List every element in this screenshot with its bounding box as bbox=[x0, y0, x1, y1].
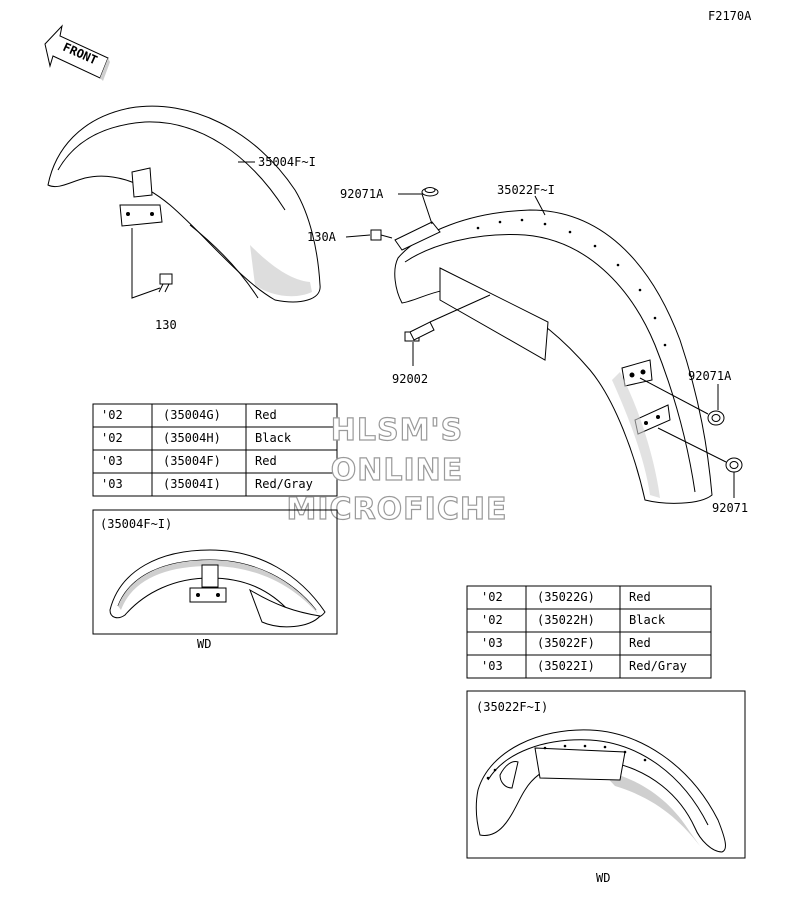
rear-fender-drawing bbox=[394, 209, 713, 504]
rear-table-cell-r3-c0: '03 bbox=[481, 659, 503, 673]
rear-table-cell-r2-c0: '03 bbox=[481, 636, 503, 650]
front-table-cell-r1-c1: (35004H) bbox=[163, 431, 221, 445]
front-direction-arrow: FRONT bbox=[44, 24, 110, 81]
leader-92002-up bbox=[429, 294, 491, 323]
front-table-cell-r0-c1: (35004G) bbox=[163, 408, 221, 422]
front-table-cell-r1-c0: '02 bbox=[101, 431, 123, 445]
stud-92002-icon bbox=[404, 321, 435, 342]
front-table-cell-r1-c2: Black bbox=[255, 431, 292, 445]
bolt-130a-icon bbox=[370, 229, 393, 241]
front-inset-title: (35004F~I) bbox=[100, 517, 172, 531]
grommet-low-label: 92071 bbox=[712, 501, 748, 515]
grommet-top-label: 92071A bbox=[340, 187, 384, 201]
front-table-cell-r3-c2: Red/Gray bbox=[255, 477, 313, 491]
figure-code: F2170A bbox=[708, 9, 752, 23]
rear-table-cell-r0-c1: (35022G) bbox=[537, 590, 595, 604]
leader-130 bbox=[131, 228, 161, 299]
grommet-side-label: 92071A bbox=[688, 369, 732, 383]
rear-table-cell-r1-c0: '02 bbox=[481, 613, 503, 627]
leader-92071a-side-in bbox=[639, 377, 709, 415]
front-fender-label: 35004F~I bbox=[258, 155, 316, 169]
watermark: HLSM'S ONLINE MICROFICHE bbox=[286, 412, 508, 527]
front-table-cell-r0-c2: Red bbox=[255, 408, 277, 422]
rear-inset-title: (35022F~I) bbox=[476, 700, 548, 714]
rear-table-cell-r2-c2: Red bbox=[629, 636, 651, 650]
leader-130a bbox=[345, 234, 371, 238]
front-table-cell-r2-c2: Red bbox=[255, 454, 277, 468]
front-table-cell-r3-c1: (35004I) bbox=[163, 477, 221, 491]
front-color-table: '02 (35004G) Red '02 (35004H) Black '03 (35004F… bbox=[92, 403, 338, 497]
bolt-130-label: 130 bbox=[155, 318, 177, 332]
watermark-line-2: ONLINE bbox=[331, 453, 464, 488]
rear-table-cell-r0-c0: '02 bbox=[481, 590, 503, 604]
grommet-side-icon bbox=[707, 410, 725, 426]
rear-table-cell-r1-c2: Black bbox=[629, 613, 666, 627]
watermark-line-3: MICROFICHE bbox=[287, 492, 508, 527]
rear-table-cell-r2-c1: (35022F) bbox=[537, 636, 595, 650]
front-table-cell-r2-c0: '03 bbox=[101, 454, 123, 468]
rear-color-table: '02 (35022G) Red '02 (35022H) Black '03 (35022F… bbox=[466, 585, 712, 679]
rear-table-cell-r3-c1: (35022I) bbox=[537, 659, 595, 673]
bolt-130a-label: 130A bbox=[307, 230, 337, 244]
leader-92071-in bbox=[657, 427, 727, 463]
front-fender-drawing bbox=[47, 105, 321, 303]
rear-table-cell-r3-c2: Red/Gray bbox=[629, 659, 687, 673]
rear-table-cell-r1-c1: (35022H) bbox=[537, 613, 595, 627]
grommet-low-icon bbox=[725, 457, 743, 473]
front-inset-caption: WD bbox=[197, 637, 211, 651]
bolt-130-icon bbox=[158, 273, 173, 293]
stud-92002-label: 92002 bbox=[392, 372, 428, 386]
rear-inset-caption: WD bbox=[596, 871, 610, 885]
leader-92071a-top bbox=[398, 193, 433, 225]
rear-inset-box: (35022F~I) bbox=[466, 690, 746, 859]
front-table-cell-r3-c0: '03 bbox=[101, 477, 123, 491]
rear-fender-label: 35022F~I bbox=[497, 183, 555, 197]
grommet-top-icon bbox=[421, 187, 439, 197]
watermark-line-1: HLSM'S bbox=[331, 413, 463, 448]
leader-35022 bbox=[534, 195, 546, 216]
rear-table-cell-r0-c2: Red bbox=[629, 590, 651, 604]
front-table-cell-r2-c1: (35004F) bbox=[163, 454, 221, 468]
front-inset-box: (35004F~I) bbox=[92, 509, 338, 635]
front-table-cell-r0-c0: '02 bbox=[101, 408, 123, 422]
